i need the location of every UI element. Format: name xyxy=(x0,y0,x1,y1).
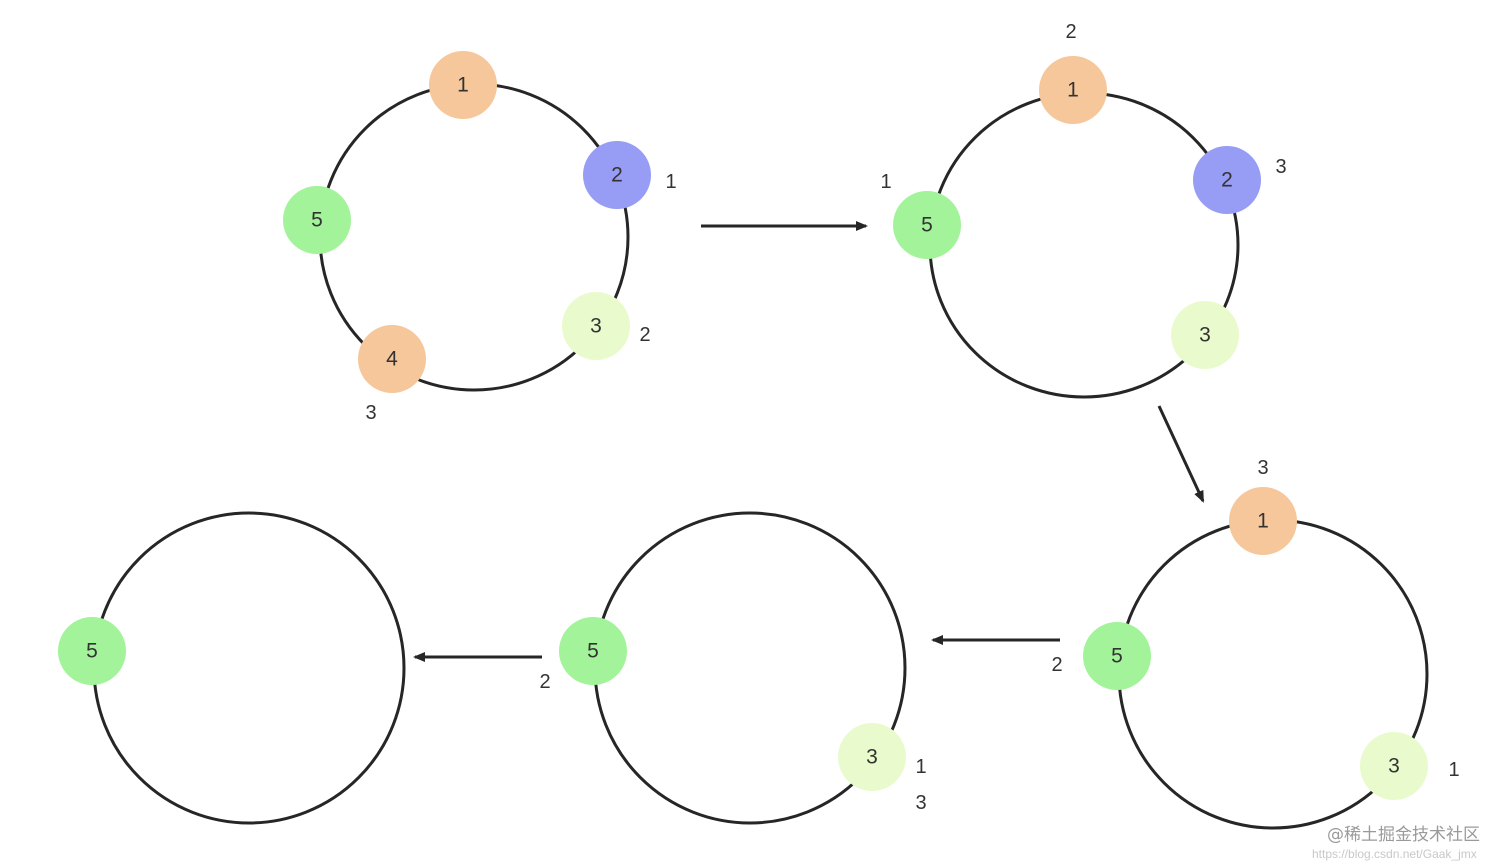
node-label: 3 xyxy=(1388,755,1400,778)
node-circle xyxy=(283,186,351,254)
node-count-label: 3 xyxy=(365,402,376,424)
node-label: 2 xyxy=(1221,169,1233,192)
node-count-label: 2 xyxy=(539,671,550,693)
node-count-label: 1 xyxy=(1448,759,1459,781)
node-label: 1 xyxy=(1067,79,1079,102)
node-count-label: 2 xyxy=(1065,21,1076,43)
stage-1-node: 3 xyxy=(562,292,630,360)
stage-4-node: 3 xyxy=(838,723,906,791)
node-circle xyxy=(559,617,627,685)
node-circle xyxy=(562,292,630,360)
arrow-stage2-to-stage3 xyxy=(1157,405,1205,503)
stage-2-node: 2 xyxy=(1193,146,1261,214)
node-circle xyxy=(893,191,961,259)
node-count-label: 3 xyxy=(915,792,926,814)
node-circle xyxy=(838,723,906,791)
node-count-label: 3 xyxy=(1275,156,1286,178)
node-circle xyxy=(583,141,651,209)
stage-1-node: 2 xyxy=(583,141,651,209)
node-circle xyxy=(1083,622,1151,690)
node-count-label: 1 xyxy=(915,756,926,778)
watermark-text: @稀土掘金技术社区 xyxy=(1327,825,1480,845)
node-label: 5 xyxy=(921,214,933,237)
node-label: 2 xyxy=(611,164,623,187)
node-count-label: 1 xyxy=(880,171,891,193)
node-circle xyxy=(1171,301,1239,369)
node-count-label: 1 xyxy=(665,171,676,193)
node-label: 5 xyxy=(587,640,599,663)
node-circle xyxy=(58,617,126,685)
stage-2-node: 5 xyxy=(893,191,961,259)
stage-1-node: 4 xyxy=(358,325,426,393)
node-label: 1 xyxy=(457,74,469,97)
node-label: 5 xyxy=(1111,645,1123,668)
node-count-label: 2 xyxy=(639,324,650,346)
stage-3-node: 3 xyxy=(1360,732,1428,800)
node-circle xyxy=(1229,487,1297,555)
node-count-label: 2 xyxy=(1051,654,1062,676)
node-circle xyxy=(429,51,497,119)
stage-2-node: 1 xyxy=(1039,56,1107,124)
node-label: 4 xyxy=(386,348,398,371)
stage-1-node: 5 xyxy=(283,186,351,254)
node-label: 3 xyxy=(866,746,878,769)
stage-3-node: 5 xyxy=(1083,622,1151,690)
node-label: 5 xyxy=(86,640,98,663)
stage-1-node: 1 xyxy=(429,51,497,119)
node-label: 3 xyxy=(1199,324,1211,347)
node-circle xyxy=(358,325,426,393)
node-circle xyxy=(1193,146,1261,214)
node-circle xyxy=(1360,732,1428,800)
stage-5-ring xyxy=(92,511,406,825)
stage-2-node: 3 xyxy=(1171,301,1239,369)
node-label: 1 xyxy=(1257,510,1269,533)
node-count-label: 3 xyxy=(1257,457,1268,479)
watermark-url: https://blog.csdn.net/Gaak_jmx xyxy=(1312,847,1477,861)
stage-4-node: 5 xyxy=(559,617,627,685)
node-label: 5 xyxy=(311,209,323,232)
node-circle xyxy=(1039,56,1107,124)
node-label: 3 xyxy=(590,315,602,338)
stage-5-node: 5 xyxy=(58,617,126,685)
stage-3-node: 1 xyxy=(1229,487,1297,555)
